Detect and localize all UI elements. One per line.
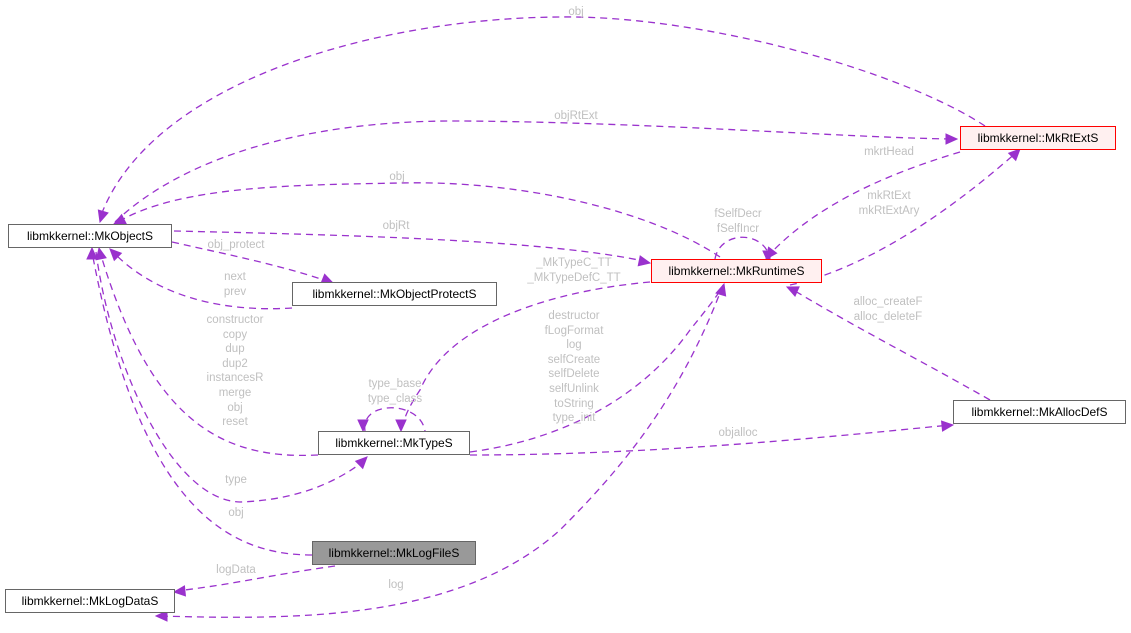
node-mklogfiles[interactable]: libmkkernel::MkLogFileS xyxy=(312,541,476,565)
edge-objects-runtime-arrowhead-icon xyxy=(637,255,652,267)
edge-objects-protect xyxy=(171,241,331,283)
edge-objects-rtext xyxy=(114,120,956,223)
node-mklogdatas[interactable]: libmkkernel::MkLogDataS xyxy=(5,589,175,613)
edge-types-allocdef-arrowhead-icon xyxy=(940,420,955,432)
edge-label-types-allocdef: objalloc xyxy=(718,427,758,439)
edge-protect-objects xyxy=(112,251,293,310)
edge-label-runtime-self: fSelfDecr fSelfIncr xyxy=(714,208,762,235)
node-mkallocdefs[interactable]: libmkkernel::MkAllocDefS xyxy=(953,400,1126,424)
edge-objects-rtext-arrowhead-icon xyxy=(945,133,959,145)
edge-objects-types xyxy=(95,251,366,503)
edge-label-runtime-objects: obj xyxy=(389,171,405,183)
edge-runtime-types xyxy=(401,281,651,429)
edge-label-logfile-objects: obj xyxy=(228,507,244,519)
edge-objects-types-arrowhead-icon xyxy=(354,456,368,470)
edge-allocdef-runtime-arrowhead-icon xyxy=(785,286,800,297)
edge-label-objects-runtime: objRt xyxy=(382,220,410,232)
edge-runtime-logdata-arrowhead-icon xyxy=(154,610,168,622)
edge-rtext-objects-arrowhead-icon xyxy=(97,209,109,224)
edge-label-objects-types: type xyxy=(225,474,247,486)
edge-allocdef-runtime xyxy=(789,287,991,401)
edge-types-runtime xyxy=(469,286,723,453)
node-mkruntimes[interactable]: libmkkernel::MkRuntimeS xyxy=(651,259,822,283)
edge-rtext-runtime xyxy=(767,151,961,257)
edge-label-types-runtime: destructor fLogFormat log selfCreate sel… xyxy=(544,310,604,425)
edge-label-objects-protect: obj_protect xyxy=(207,239,265,251)
edge-types-objects xyxy=(99,251,319,457)
edge-types-objects-arrowhead-icon xyxy=(95,246,107,261)
edge-runtime-logdata xyxy=(159,284,724,618)
edge-types-runtime-arrowhead-icon xyxy=(715,282,727,297)
edge-rtext-objects xyxy=(99,16,986,219)
edge-logfile-logdata xyxy=(175,565,336,592)
node-mkobjects[interactable]: libmkkernel::MkObjectS xyxy=(8,224,172,248)
edge-label-runtime-rtext: mkRtExt mkRtExtAry xyxy=(858,190,920,217)
edge-label-objects-rtext: objRtExt xyxy=(554,110,598,122)
edge-label-types-self: type_base type_class xyxy=(367,378,423,405)
edge-logfile-objects-arrowhead-icon xyxy=(86,246,98,260)
edge-types-self xyxy=(364,407,426,432)
edge-label-rtext-runtime: mkrtHead xyxy=(864,146,914,158)
node-mkobjectprotects[interactable]: libmkkernel::MkObjectProtectS xyxy=(292,282,497,306)
edge-label-logfile-logdata: logData xyxy=(216,564,256,576)
edge-runtime-objects xyxy=(117,182,721,258)
edge-runtime-objects-arrowhead-icon xyxy=(112,213,127,225)
edge-types-allocdef xyxy=(469,424,951,456)
node-mkrtexts[interactable]: libmkkernel::MkRtExtS xyxy=(960,126,1116,150)
edge-label-runtime-logdata: log xyxy=(388,579,404,591)
edge-label-types-objects: constructor copy dup dup2 instancesR mer… xyxy=(206,314,264,429)
edge-protect-objects-arrowhead-icon xyxy=(109,248,123,262)
edge-runtime-self xyxy=(714,236,771,260)
edge-label-protect-objects: next prev xyxy=(223,271,247,298)
edge-runtime-types-arrowhead-icon xyxy=(395,419,407,433)
edge-label-runtime-types: _MkTypeC_TT _MkTypeDefC_TT xyxy=(527,257,621,284)
edge-rtext-runtime-arrowhead-icon xyxy=(765,246,778,260)
edge-runtime-rtext-arrowhead-icon xyxy=(1007,148,1021,162)
edge-objects-runtime xyxy=(173,230,649,263)
edge-label-rtext-objects: obj xyxy=(568,6,584,18)
edge-logfile-logdata-arrowhead-icon xyxy=(172,585,187,597)
edge-logfile-objects xyxy=(91,251,313,556)
edge-types-self-arrowhead-icon xyxy=(357,419,369,433)
edge-label-allocdef-runtime: alloc_createF alloc_deleteF xyxy=(853,296,923,323)
node-mktypes[interactable]: libmkkernel::MkTypeS xyxy=(318,431,470,455)
